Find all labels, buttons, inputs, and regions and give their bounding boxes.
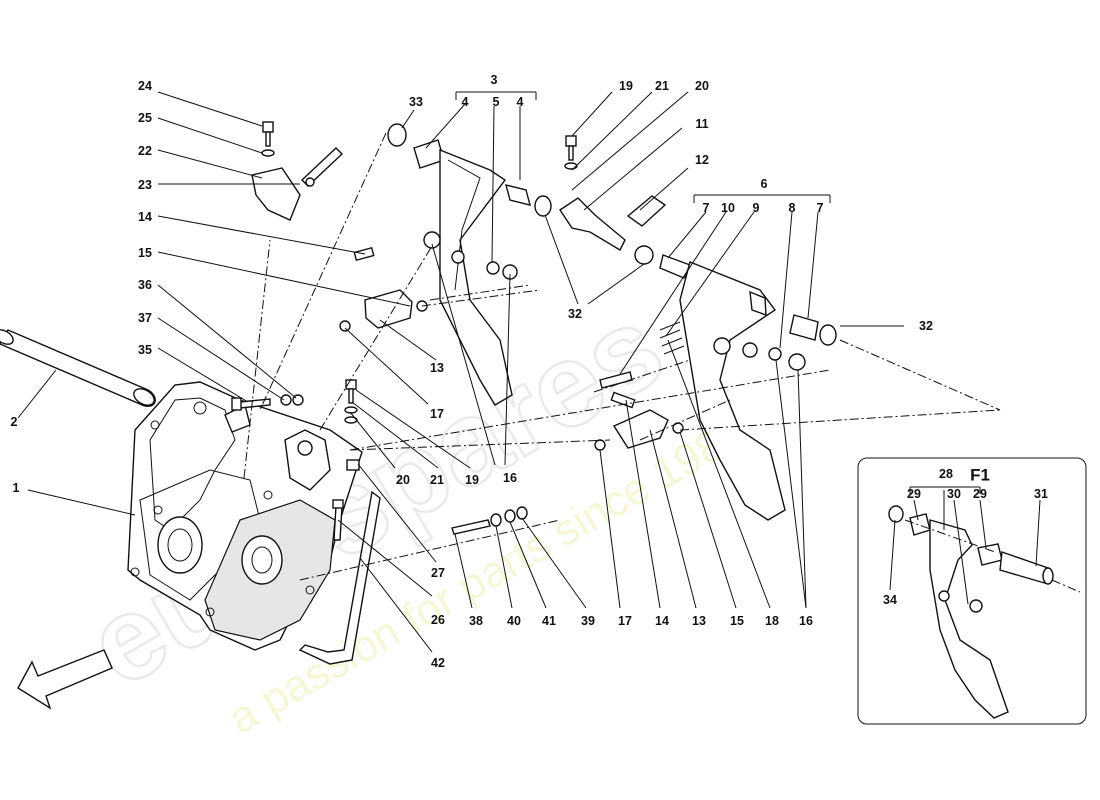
callout-1: 1 xyxy=(13,481,20,495)
callout-40: 40 xyxy=(507,614,521,628)
inset-title: F1 xyxy=(970,465,990,484)
callout-41: 41 xyxy=(542,614,556,628)
callout-39: 39 xyxy=(581,614,595,628)
part-bolt-19 xyxy=(344,379,358,424)
callout-2: 2 xyxy=(11,415,18,429)
callout-34: 34 xyxy=(883,593,897,607)
callout-19b: 19 xyxy=(465,473,479,487)
callout-4b: 4 xyxy=(517,95,524,109)
part-sensor-arm xyxy=(559,135,667,265)
callout-28: 28 xyxy=(939,467,953,481)
callout-15b: 15 xyxy=(730,614,744,628)
callout-4a: 4 xyxy=(462,95,469,109)
callout-3: 3 xyxy=(491,73,498,87)
callout-15: 15 xyxy=(138,246,152,260)
callout-25: 25 xyxy=(138,111,152,125)
callout-32a: 32 xyxy=(919,319,933,333)
direction-arrow-icon xyxy=(17,649,113,710)
leader-lines xyxy=(17,91,904,653)
callout-42: 42 xyxy=(431,656,445,670)
callout-17a: 17 xyxy=(430,407,444,421)
callout-17b: 17 xyxy=(618,614,632,628)
callout-11: 11 xyxy=(695,117,708,131)
callout-35: 35 xyxy=(138,343,152,357)
callout-7b: 7 xyxy=(817,201,824,215)
callout-31: 31 xyxy=(1034,487,1048,501)
callout-numbers: 24 25 22 23 14 15 36 37 35 2 1 33 3 4 5 … xyxy=(11,73,933,670)
callout-6: 6 xyxy=(761,177,768,191)
callout-7a: 7 xyxy=(703,201,710,215)
callout-14b: 14 xyxy=(655,614,669,628)
callout-22: 22 xyxy=(138,144,152,158)
callout-36: 36 xyxy=(138,278,152,292)
callout-9: 9 xyxy=(753,201,760,215)
part-washer-37 xyxy=(280,394,292,406)
part-pedal-6 xyxy=(599,254,837,521)
callout-37: 37 xyxy=(138,311,152,325)
callout-8: 8 xyxy=(789,201,796,215)
callout-21a: 21 xyxy=(655,79,669,93)
callout-30: 30 xyxy=(947,487,961,501)
callout-38: 38 xyxy=(469,614,483,628)
callout-12: 12 xyxy=(695,153,709,167)
part-switch-bracket xyxy=(251,121,344,221)
callout-29b: 29 xyxy=(973,487,987,501)
callout-27: 27 xyxy=(431,566,445,580)
callout-24: 24 xyxy=(138,79,152,93)
callout-10: 10 xyxy=(721,201,735,215)
callout-16b: 16 xyxy=(799,614,813,628)
part-lower-clip xyxy=(594,391,684,451)
part-main-bracket xyxy=(127,381,363,651)
callout-16a: 16 xyxy=(503,471,517,485)
part-shaft xyxy=(0,329,156,407)
part-upper-clip xyxy=(339,246,428,332)
inset-f1: F1 28 29 30 29 31 34 xyxy=(857,457,1087,725)
callout-33: 33 xyxy=(409,95,423,109)
assembly-lines xyxy=(243,132,1001,581)
callout-18: 18 xyxy=(765,614,779,628)
callout-20a: 20 xyxy=(695,79,709,93)
callout-20b: 20 xyxy=(396,473,410,487)
part-strap xyxy=(298,490,381,665)
callout-13b: 13 xyxy=(692,614,706,628)
callout-13a: 13 xyxy=(430,361,444,375)
callout-32b: 32 xyxy=(568,307,582,321)
callout-21b: 21 xyxy=(430,473,444,487)
callout-29a: 29 xyxy=(907,487,921,501)
callout-23: 23 xyxy=(138,178,152,192)
callout-5: 5 xyxy=(493,95,500,109)
callout-14: 14 xyxy=(138,210,152,224)
part-bolt-26 xyxy=(332,499,344,541)
part-nut-27 xyxy=(346,459,360,471)
callout-19a: 19 xyxy=(619,79,633,93)
callout-26: 26 xyxy=(431,613,445,627)
